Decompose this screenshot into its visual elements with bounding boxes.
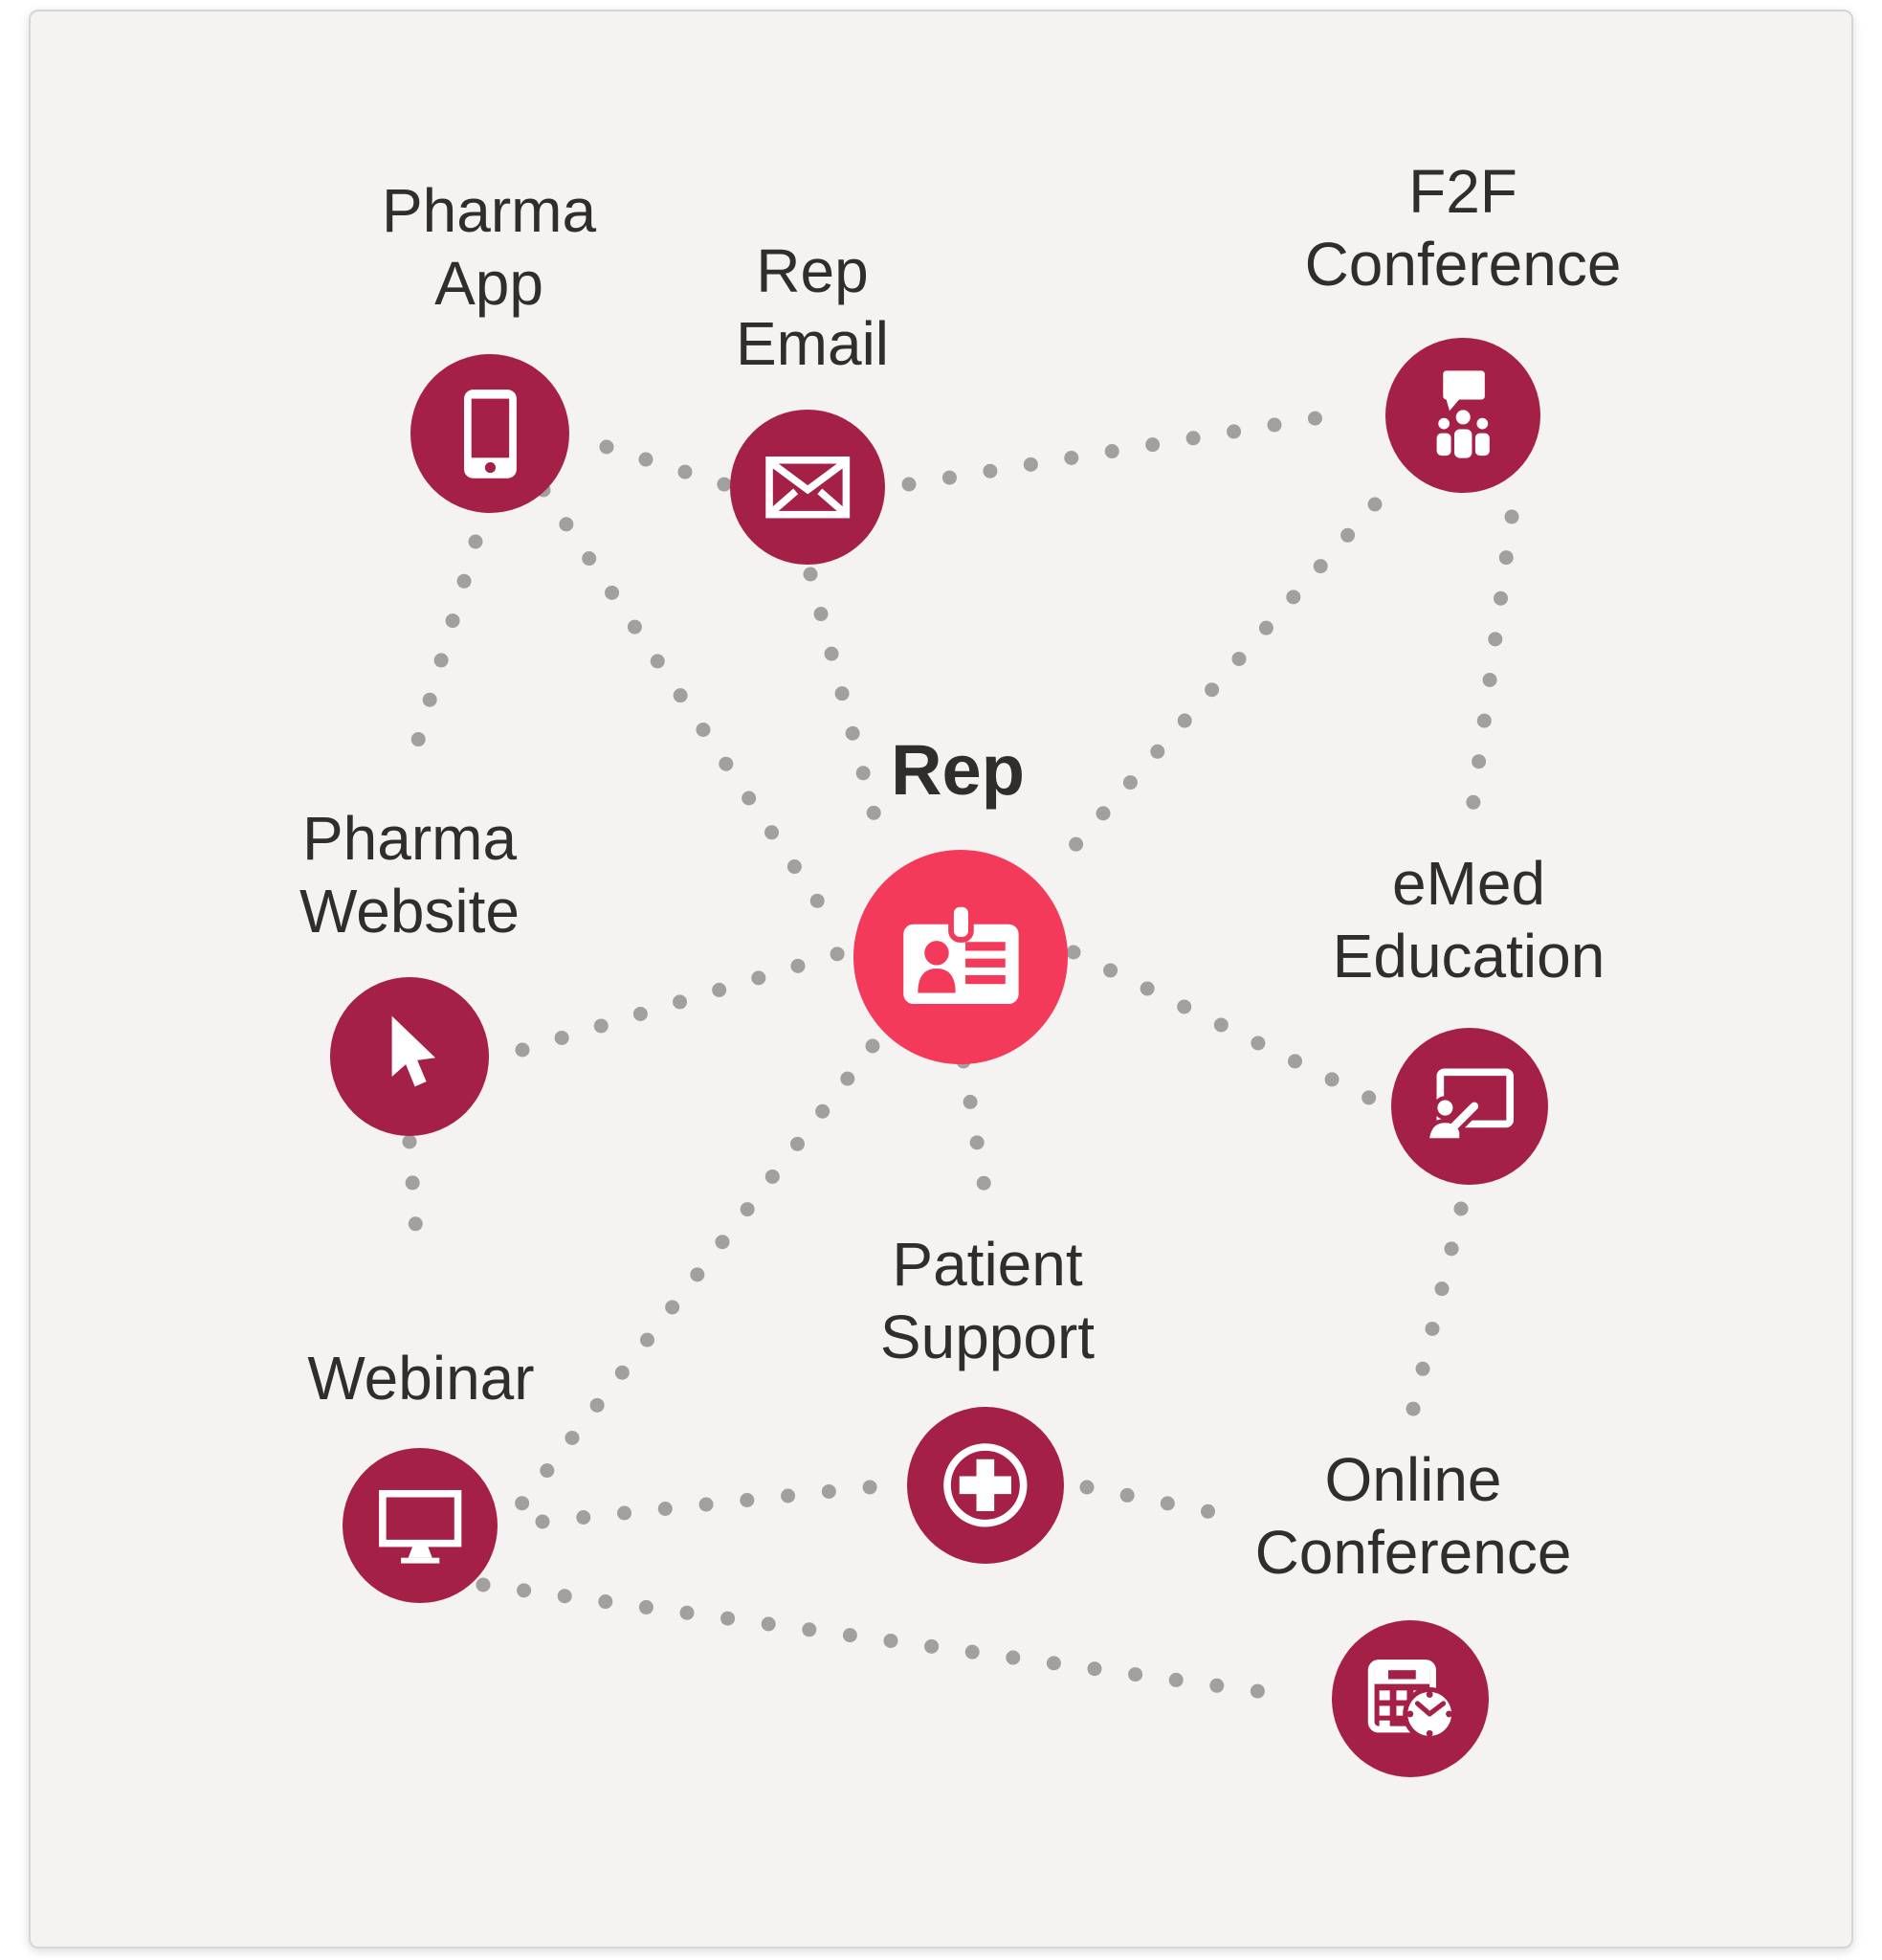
label-line: Support bbox=[879, 1303, 1096, 1371]
online-conference-node bbox=[1332, 1620, 1489, 1777]
edge-rep-email-f2f-conference bbox=[901, 406, 1353, 492]
edge-f2f-conference-emed-education bbox=[1464, 509, 1519, 823]
rep-email-node bbox=[730, 410, 885, 565]
edge-patient-support-online-conference bbox=[1079, 1480, 1248, 1526]
label-line: Pharma bbox=[381, 176, 597, 245]
training-board-icon bbox=[1425, 1068, 1515, 1143]
edge-pharma-app-rep-email bbox=[599, 439, 741, 495]
edge-rep-emed-education bbox=[1066, 945, 1388, 1111]
edge-f2f-conference-rep bbox=[1067, 497, 1383, 854]
label-line: Rep bbox=[756, 236, 869, 305]
webinar-label: Webinar bbox=[307, 1342, 534, 1414]
label-line: App bbox=[434, 249, 543, 318]
edge-emed-education-online-conference bbox=[1402, 1201, 1469, 1433]
label-line: Webinar bbox=[307, 1344, 535, 1413]
label-line: Online bbox=[1324, 1445, 1502, 1514]
label-line: Conference bbox=[1304, 230, 1622, 299]
calendar-clock-icon bbox=[1367, 1659, 1457, 1742]
rep-label: Rep bbox=[891, 728, 1025, 813]
edge-rep-webinar bbox=[497, 1038, 880, 1534]
medical-cross-icon bbox=[943, 1443, 1028, 1527]
emed-education-node bbox=[1391, 1028, 1548, 1185]
label-line: Website bbox=[299, 877, 520, 946]
patient-support-node bbox=[907, 1407, 1064, 1564]
label-line: eMed bbox=[1391, 849, 1546, 918]
edge-webinar-patient-support bbox=[535, 1478, 896, 1529]
people-speech-icon bbox=[1433, 370, 1493, 461]
label-line: Pharma bbox=[301, 804, 518, 873]
label-line: Conference bbox=[1254, 1518, 1572, 1587]
cursor-icon bbox=[391, 1015, 435, 1086]
edge-pharma-website-rep bbox=[515, 942, 860, 1058]
monitor-icon bbox=[378, 1489, 462, 1564]
label-line: Email bbox=[735, 309, 890, 378]
f2f-conference-node bbox=[1385, 338, 1540, 493]
edge-rep-email-rep bbox=[803, 567, 888, 845]
pharma-website-node bbox=[330, 977, 489, 1136]
id-badge-icon bbox=[902, 901, 1019, 1004]
edge-pharma-app-rep bbox=[536, 482, 838, 928]
webinar-node bbox=[343, 1448, 498, 1603]
edge-pharma-app-pharma-website bbox=[405, 534, 483, 768]
edge-rep-patient-support bbox=[956, 1054, 992, 1195]
label-line: Patient bbox=[892, 1230, 1083, 1299]
smartphone-icon bbox=[463, 389, 517, 479]
envelope-icon bbox=[765, 456, 850, 519]
label-line: Rep bbox=[891, 730, 1025, 810]
pharma-app-node bbox=[410, 354, 569, 513]
label-line: F2F bbox=[1408, 157, 1517, 226]
label-line: Education bbox=[1332, 922, 1605, 991]
edge-pharma-website-webinar bbox=[402, 1134, 425, 1254]
rep-node bbox=[853, 850, 1068, 1064]
edge-webinar-online-conference bbox=[476, 1577, 1299, 1704]
